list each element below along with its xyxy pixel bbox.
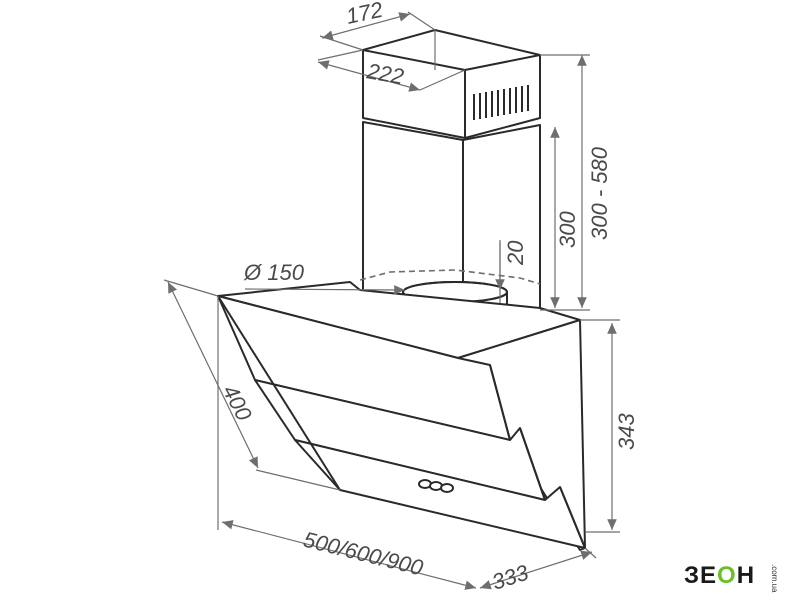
brand-logo-text: ЗЕОН xyxy=(684,562,756,589)
dim-outlet-diameter: Ø 150 xyxy=(243,260,305,285)
dim-chimney-height: 300 xyxy=(555,211,580,248)
ventilation-grille xyxy=(473,85,529,120)
hood-body xyxy=(217,281,586,551)
dim-outlet-offset: 20 xyxy=(503,240,528,266)
dim-body-depth: 333 xyxy=(489,559,532,594)
dim-hood-widths: 500/600/900 xyxy=(301,527,426,581)
chimney-upper xyxy=(362,29,541,139)
brand-logo-domain: .com.ua xyxy=(770,564,779,593)
dim-chimney-height-range: 300 - 580 xyxy=(587,146,612,240)
dim-body-height: 343 xyxy=(614,413,639,450)
control-buttons xyxy=(418,479,454,493)
dim-chimney-depth: 172 xyxy=(344,0,385,29)
dim-panel-length: 400 xyxy=(218,381,258,426)
dimension-lines xyxy=(163,11,620,590)
brand-logo: ЗЕОН .com.ua xyxy=(684,560,794,594)
